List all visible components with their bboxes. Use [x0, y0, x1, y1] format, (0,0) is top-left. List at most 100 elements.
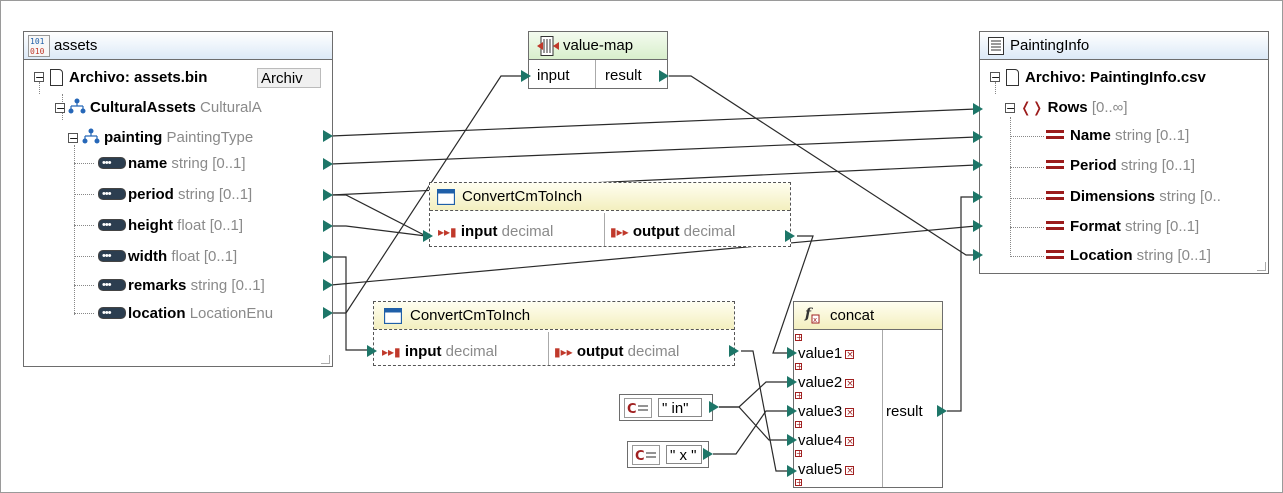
output-connector-period[interactable]	[323, 189, 333, 201]
concat-value3[interactable]: value3×	[798, 403, 855, 420]
constant-x-value[interactable]: " x "	[666, 445, 702, 464]
output-connector-width[interactable]	[323, 251, 333, 263]
concat-value5[interactable]: value5×	[798, 461, 855, 478]
painting-info-row-file[interactable]: Archivo: PaintingInfo.csv	[1006, 66, 1206, 90]
format-input-connector[interactable]	[973, 220, 983, 232]
convert1-header[interactable]: ConvertCmToInch	[430, 183, 790, 211]
output-connector[interactable]	[1267, 188, 1278, 202]
collapse-toggle[interactable]: −	[34, 71, 45, 84]
constant-in-value[interactable]: " in"	[658, 398, 702, 417]
output-connector[interactable]	[331, 69, 342, 83]
output-connector[interactable]	[1267, 128, 1278, 142]
value-map-output-connector[interactable]	[659, 70, 669, 82]
rows-input-connector[interactable]	[973, 103, 983, 115]
remove-param-icon[interactable]: ×	[845, 349, 855, 360]
convert-cm-to-inch-2[interactable]: ConvertCmToInch ▸▸▮ input decimal ▮▸▸ ou…	[373, 301, 735, 366]
assets-component[interactable]: 101 010 assets − Archivo: assets.bin Arc…	[23, 31, 333, 367]
add-param-icon[interactable]: +	[795, 478, 803, 487]
painting-info-row-format[interactable]: Format string [0..1]	[1046, 215, 1199, 239]
collapse-toggle[interactable]: −	[55, 102, 66, 115]
assets-row-culturalassets[interactable]: CulturalAssets CulturalA	[68, 96, 262, 120]
concat-value1[interactable]: value1×	[798, 345, 855, 362]
convert2-input-connector[interactable]	[367, 345, 377, 357]
assets-row-height[interactable]: height float [0..1]	[98, 213, 243, 238]
value-map-result[interactable]: result	[605, 67, 642, 84]
value-map-input-connector[interactable]	[521, 70, 531, 82]
remove-param-icon[interactable]: ×	[845, 436, 855, 447]
assets-row-remarks[interactable]: remarks string [0..1]	[98, 273, 265, 298]
output-connector[interactable]	[1267, 219, 1278, 233]
period-input-connector[interactable]	[973, 159, 983, 171]
output-connector[interactable]	[1267, 69, 1278, 83]
input-connector[interactable]	[11, 219, 22, 233]
input-connector[interactable]	[11, 69, 22, 83]
output-connector[interactable]	[331, 99, 342, 113]
painting-info-row-rows[interactable]: ❬❭ Rows [0..∞]	[1020, 99, 1128, 116]
resize-grip[interactable]	[1257, 262, 1266, 271]
painting-info-header[interactable]: PaintingInfo	[980, 32, 1268, 60]
remove-param-icon[interactable]: ×	[845, 407, 855, 418]
add-param-icon[interactable]: +	[795, 449, 803, 458]
output-connector-name[interactable]	[323, 158, 333, 170]
file-type-field[interactable]: Archiv	[257, 68, 321, 88]
constant-x-connector[interactable]	[703, 448, 713, 460]
value-map-header[interactable]: value-map	[529, 32, 667, 60]
value-map-input[interactable]: input	[537, 67, 570, 84]
add-param-icon[interactable]: +	[795, 391, 803, 400]
output-connector-remarks[interactable]	[323, 279, 333, 291]
convert2-output[interactable]: ▮▸▸ output decimal	[554, 343, 680, 360]
constant-in[interactable]: C " in"	[619, 394, 713, 421]
concat-value5-connector[interactable]	[787, 465, 797, 477]
output-connector-painting[interactable]	[323, 130, 333, 142]
input-connector[interactable]	[11, 306, 22, 320]
input-connector[interactable]	[11, 278, 22, 292]
concat-value4-connector[interactable]	[787, 434, 797, 446]
convert2-output-connector[interactable]	[729, 345, 739, 357]
output-connector[interactable]	[1267, 248, 1278, 262]
convert1-input[interactable]: ▸▸▮ input decimal	[438, 223, 554, 240]
location-input-connector[interactable]	[973, 249, 983, 261]
name-input-connector[interactable]	[973, 131, 983, 143]
resize-grip[interactable]	[321, 355, 330, 364]
assets-row-period[interactable]: period string [0..1]	[98, 182, 252, 207]
convert2-header[interactable]: ConvertCmToInch	[374, 302, 734, 330]
assets-row-file[interactable]: Archivo: assets.bin	[50, 66, 207, 90]
concat-value3-connector[interactable]	[787, 405, 797, 417]
output-connector[interactable]	[1267, 99, 1278, 113]
output-connector-location[interactable]	[323, 307, 333, 319]
convert1-output-connector[interactable]	[785, 230, 795, 242]
convert1-input-connector[interactable]	[423, 230, 433, 242]
add-param-icon[interactable]: +	[795, 333, 803, 342]
value-map-component[interactable]: value-map input result	[528, 31, 668, 89]
assets-row-painting[interactable]: painting PaintingType	[82, 126, 253, 150]
collapse-toggle[interactable]: −	[68, 132, 79, 145]
concat-component[interactable]: f x concat value1× value2× value3× value…	[793, 301, 943, 488]
output-connector-height[interactable]	[323, 220, 333, 232]
constant-in-connector[interactable]	[709, 401, 719, 413]
painting-info-row-location[interactable]: Location string [0..1]	[1046, 244, 1211, 268]
painting-info-component[interactable]: PaintingInfo − Archivo: PaintingInfo.csv…	[979, 31, 1269, 274]
convert2-input[interactable]: ▸▸▮ input decimal	[382, 343, 498, 360]
input-connector[interactable]	[11, 128, 22, 142]
constant-x[interactable]: C " x "	[627, 441, 709, 468]
collapse-toggle[interactable]: −	[990, 71, 1001, 84]
collapse-toggle[interactable]: −	[1005, 102, 1016, 115]
output-connector[interactable]	[1267, 158, 1278, 172]
concat-result-connector[interactable]	[937, 405, 947, 417]
concat-result[interactable]: result	[886, 403, 923, 420]
painting-info-row-period[interactable]: Period string [0..1]	[1046, 154, 1195, 178]
convert1-output[interactable]: ▮▸▸ output decimal	[610, 223, 736, 240]
concat-value2-connector[interactable]	[787, 376, 797, 388]
input-connector[interactable]	[11, 157, 22, 171]
convert-cm-to-inch-1[interactable]: ConvertCmToInch ▸▸▮ input decimal ▮▸▸ ou…	[429, 182, 791, 247]
assets-row-width[interactable]: width float [0..1]	[98, 244, 237, 269]
add-param-icon[interactable]: +	[795, 420, 803, 429]
assets-row-location[interactable]: location LocationEnu	[98, 302, 320, 326]
remove-param-icon[interactable]: ×	[845, 465, 855, 476]
concat-header[interactable]: f x concat	[794, 302, 942, 330]
input-connector[interactable]	[11, 250, 22, 264]
concat-value2[interactable]: value2×	[798, 374, 855, 391]
input-connector[interactable]	[11, 99, 22, 113]
concat-value1-connector[interactable]	[787, 347, 797, 359]
